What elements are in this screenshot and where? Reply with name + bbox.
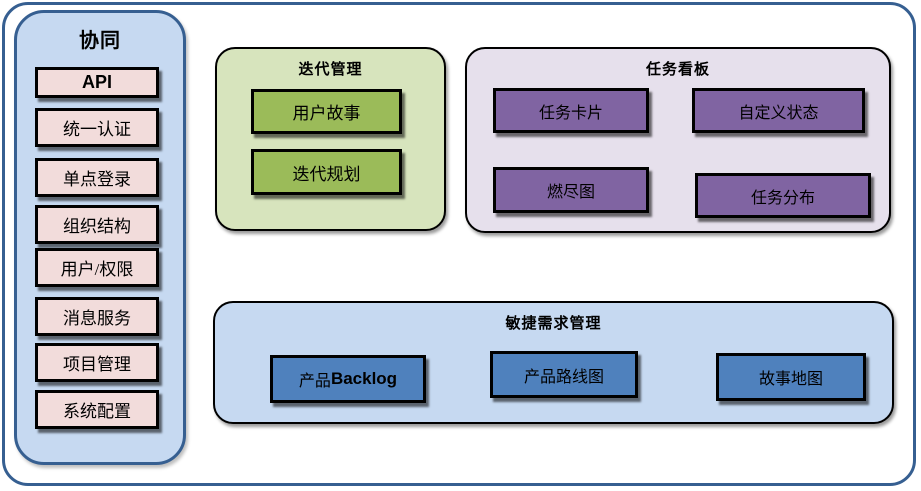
outer-frame: 协同 API 统一认证 单点登录 组织结构 用户/权限 消息服务 项目管理 系统… <box>2 2 916 486</box>
sidebar-item-unified-auth: 统一认证 <box>35 108 159 147</box>
box-burndown-chart: 燃尽图 <box>493 167 649 213</box>
sidebar-item-system-config: 系统配置 <box>35 390 159 429</box>
box-product-backlog-latin: Backlog <box>330 369 398 388</box>
sidebar-title: 协同 <box>79 30 121 52</box>
box-iteration-planning: 迭代规划 <box>251 149 402 195</box>
group-task-board: 任务看板 任务卡片 自定义状态 燃尽图 任务分布 <box>465 47 891 233</box>
box-task-distribution: 任务分布 <box>695 173 871 218</box>
group-iteration-management: 迭代管理 用户故事 迭代规划 <box>215 47 446 231</box>
group-agile-title: 敏捷需求管理 <box>505 315 602 332</box>
sidebar-item-api: API <box>35 67 159 98</box>
box-story-map: 故事地图 <box>716 353 866 401</box>
box-custom-status: 自定义状态 <box>692 88 865 133</box>
sidebar-item-org-structure: 组织结构 <box>35 205 159 244</box>
box-product-backlog-cjk: 产品 <box>298 373 331 390</box>
box-product-roadmap: 产品路线图 <box>490 351 638 398</box>
box-task-card: 任务卡片 <box>493 88 649 133</box>
group-iteration-title: 迭代管理 <box>298 61 363 78</box>
group-task-board-title: 任务看板 <box>645 61 710 78</box>
sidebar-item-user-permission: 用户/权限 <box>35 248 159 287</box>
sidebar-collaboration: 协同 API 统一认证 单点登录 组织结构 用户/权限 消息服务 项目管理 系统… <box>14 10 186 465</box>
sidebar-item-sso: 单点登录 <box>35 158 159 197</box>
sidebar-item-project-management: 项目管理 <box>35 343 159 382</box>
box-user-story: 用户故事 <box>251 89 402 134</box>
sidebar-item-message-service: 消息服务 <box>35 297 159 336</box>
